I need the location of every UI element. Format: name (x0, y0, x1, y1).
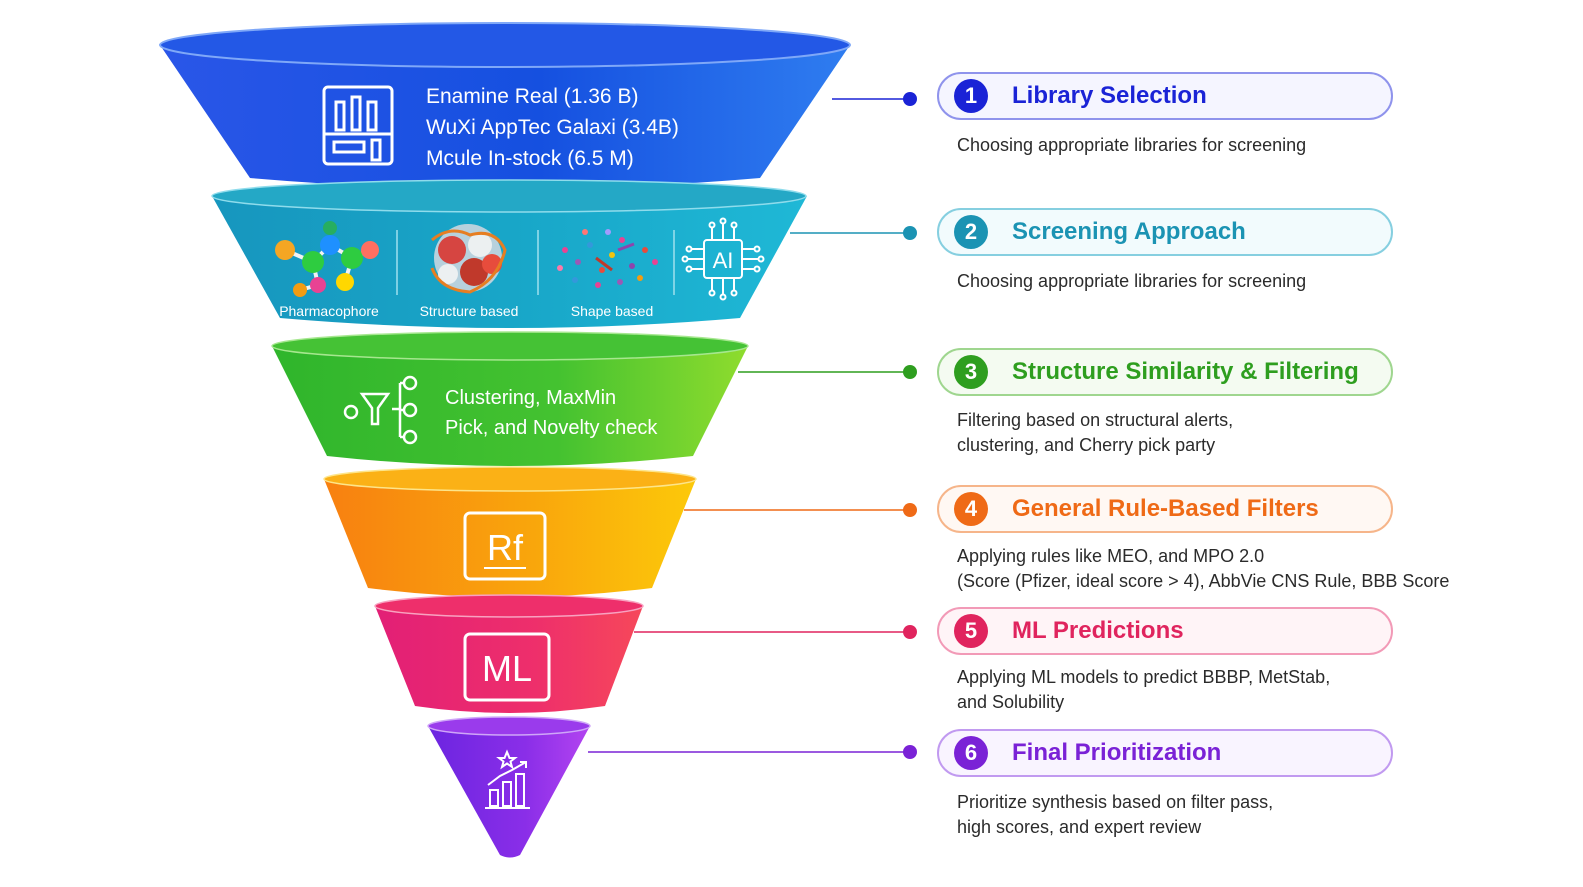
funnel-level-5: ML (374, 594, 644, 713)
step-pill-rule-based-filters: 4 General Rule-Based Filters (937, 485, 1393, 533)
step-description-structure-similarity: Filtering based on structural alerts, cl… (957, 408, 1233, 458)
description-line: Choosing appropriate libraries for scree… (957, 135, 1307, 155)
step-title: General Rule-Based Filters (1012, 495, 1319, 522)
description-line: Applying ML models to predict BBBP, MetS… (957, 667, 1331, 687)
step-title: ML Predictions (1012, 617, 1184, 644)
shape-based-points-icon (557, 229, 658, 288)
step-number-badge: 4 (954, 492, 988, 526)
funnel-level-3: Clustering, MaxMin Pick, and Novelty che… (271, 331, 749, 466)
ml-icon-box (463, 632, 551, 702)
label-shape-based: Shape based (571, 303, 654, 319)
description-line: Prioritize synthesis based on filter pas… (957, 792, 1274, 812)
step-number-badge: 1 (954, 79, 988, 113)
rules-icon-text: Rf (487, 527, 524, 568)
description-line: clustering, and Cherry pick party (957, 435, 1216, 455)
step-pill-structure-similarity: 3 Structure Similarity & Filtering (937, 348, 1393, 396)
step-pill-screening-approach: 2 Screening Approach (937, 208, 1393, 256)
step-number-badge: 5 (954, 614, 988, 648)
ai-icon-text: AI (713, 248, 734, 273)
step-title: Screening Approach (1012, 218, 1246, 245)
funnel-level-4: Rf (323, 466, 697, 597)
funnel-level-6 (427, 716, 591, 858)
ml-icon-text: ML (482, 648, 532, 689)
library-icon (322, 85, 394, 166)
similarity-line-1: Clustering, MaxMin (445, 387, 616, 409)
description-line: and Solubility (957, 692, 1065, 712)
rules-icon-box (463, 511, 547, 581)
description-line: Choosing appropriate libraries for scree… (957, 271, 1307, 291)
step-title: Library Selection (1012, 82, 1207, 109)
step-title: Final Prioritization (1012, 739, 1222, 766)
description-line: high scores, and expert review (957, 817, 1202, 837)
step-pill-ml-predictions: 5 ML Predictions (937, 607, 1393, 655)
step-title: Structure Similarity & Filtering (1012, 358, 1359, 385)
filter-tree-icon (343, 375, 418, 445)
step-number-badge: 6 (954, 736, 988, 770)
library-line-3: Mcule In-stock (6.5 M) (426, 147, 634, 170)
similarity-line-2: Pick, and Novelty check (445, 417, 658, 439)
library-line-1: Enamine Real (1.36 B) (426, 85, 638, 108)
description-line: Filtering based on structural alerts, (957, 410, 1234, 430)
ranking-chart-icon (485, 749, 530, 809)
step-description-screening-approach: Choosing appropriate libraries for scree… (957, 269, 1306, 294)
description-line: (Score (Pfizer, ideal score > 4), AbbVie… (957, 571, 1450, 591)
step-number-badge: 3 (954, 355, 988, 389)
step-pill-final-prioritization: 6 Final Prioritization (937, 729, 1393, 777)
pharmacophore-molecule-icon (275, 221, 379, 297)
step-description-final-prioritization: Prioritize synthesis based on filter pas… (957, 790, 1273, 840)
ai-chip-icon (681, 217, 765, 301)
step-description-rule-based-filters: Applying rules like MEO, and MPO 2.0 (Sc… (957, 544, 1449, 594)
connectors (588, 92, 917, 759)
description-line: Applying rules like MEO, and MPO 2.0 (957, 546, 1265, 566)
step-number-badge: 2 (954, 215, 988, 249)
label-structure-based: Structure based (420, 303, 519, 319)
library-line-2: WuXi AppTec Galaxi (3.4B) (426, 116, 679, 139)
label-pharmacophore: Pharmacophore (279, 303, 379, 319)
step-description-library-selection: Choosing appropriate libraries for scree… (957, 133, 1306, 158)
funnel-level-2: AI Pharmacophore Structure based Shape b… (211, 179, 807, 328)
structure-protein-icon (430, 224, 507, 294)
funnel-level-1: Enamine Real (1.36 B) WuXi AppTec Galaxi… (159, 22, 851, 189)
step-pill-library-selection: 1 Library Selection (937, 72, 1393, 120)
step-description-ml-predictions: Applying ML models to predict BBBP, MetS… (957, 665, 1330, 715)
